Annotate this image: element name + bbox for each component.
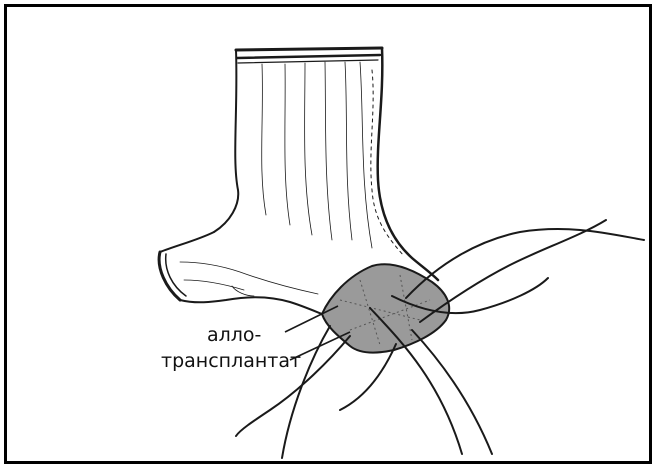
allograft-patch [322,264,449,352]
vessel-branch [159,232,322,314]
allograft-label-line1: алло- [207,324,261,346]
allograft-label-line2: трансплантат [161,350,301,372]
vessel-trunk [214,48,438,280]
suture-threads [236,220,644,458]
